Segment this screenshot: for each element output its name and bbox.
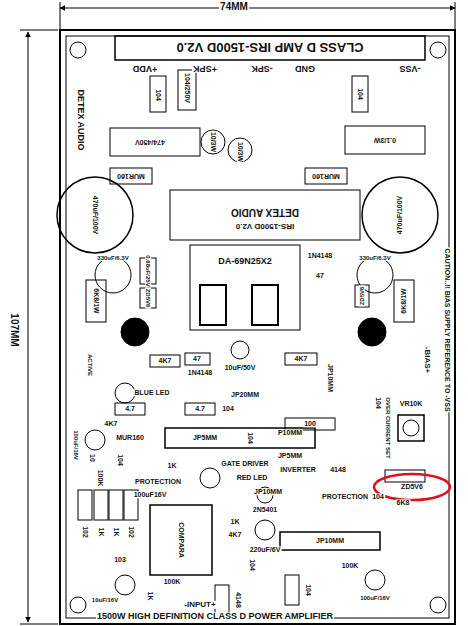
silkscreen-label: GATE DRIVER xyxy=(220,460,269,467)
silkscreen-label: JP5MM xyxy=(192,434,218,441)
silkscreen-label: VR10K xyxy=(399,400,424,407)
silkscreen-label: 102 xyxy=(127,525,134,539)
silkscreen-label: 100K xyxy=(163,578,182,585)
silkscreen-label: JP20MM xyxy=(230,391,260,398)
silkscreen-label: 6K8 xyxy=(396,499,411,506)
silkscreen-label: 330uF/6.3V xyxy=(96,255,129,261)
silkscreen-label: CAUTION..!! BIAS SUPPLY REFERENCE TO -VS… xyxy=(443,247,450,412)
silkscreen-label: 0.68uF/25V xyxy=(145,254,151,287)
silkscreen-label: ZD5V6 xyxy=(359,286,365,307)
silkscreen-label: MUR160 xyxy=(116,172,146,179)
silkscreen-label: 102 xyxy=(81,525,88,539)
silkscreen-label: -INPUT+ xyxy=(183,601,216,609)
silkscreen-label: COMPARA xyxy=(177,521,184,559)
silkscreen-label: -SPK xyxy=(250,63,274,72)
silkscreen-label: JP10MM xyxy=(253,488,283,495)
silkscreen-label: P10MM xyxy=(277,429,303,436)
silkscreen-label: 104 xyxy=(356,87,363,101)
silkscreen-label: 470uF/100V xyxy=(91,195,98,236)
silkscreen-label: GND xyxy=(294,63,316,72)
silkscreen-label: MUR160 xyxy=(115,434,145,441)
silkscreen-label: 330uF/6.3V xyxy=(358,255,391,261)
silkscreen-label: 104 xyxy=(246,431,253,445)
silkscreen-label: 100uF/16V xyxy=(73,429,79,461)
silkscreen-label: +SPK xyxy=(192,63,218,72)
silkscreen-label: 100 xyxy=(303,420,317,427)
silkscreen-label: 104 xyxy=(304,583,311,597)
silkscreen-label: 107MM xyxy=(9,312,20,347)
silkscreen-label: ZD5V6 xyxy=(400,483,424,490)
silkscreen-label: 4K7 xyxy=(104,420,119,427)
silkscreen-label: 1K xyxy=(167,462,178,469)
silkscreen-label: 1K xyxy=(97,527,104,538)
silkscreen-label: 4K7 xyxy=(294,355,309,362)
silkscreen-label: MUR160 xyxy=(311,172,341,179)
silkscreen-label: 2N5401 xyxy=(252,506,279,513)
silkscreen-label: 1K xyxy=(230,518,241,525)
silkscreen-label: 1K xyxy=(146,591,153,602)
silkscreen-label: 10/3W xyxy=(236,141,243,163)
silkscreen-label: RED LED xyxy=(236,474,269,481)
silkscreen-label: 4.7 xyxy=(194,405,206,412)
silkscreen-label: DETEX AUDIO xyxy=(230,207,300,218)
silkscreen-label: JP10MM xyxy=(315,537,345,544)
silkscreen-label: 10/3W xyxy=(209,131,216,153)
silkscreen-label: 104 xyxy=(221,405,235,412)
silkscreen-label: JP5MM xyxy=(277,452,303,459)
silkscreen-label: PROTECTION xyxy=(321,493,369,500)
silkscreen-label: 104 xyxy=(371,493,385,500)
silkscreen-label: 4.7 xyxy=(124,405,136,412)
silkscreen-label: OVER CURRENT SET xyxy=(385,396,391,459)
silkscreen-label: 104 xyxy=(248,558,255,572)
silkscreen-label: INVERTER xyxy=(279,466,316,473)
silkscreen-label: IRS-1500D V2.0 xyxy=(235,222,295,230)
silkscreen-label: 104 xyxy=(116,453,123,467)
silkscreen-label: 4K7 xyxy=(158,357,173,364)
silkscreen-label: 10uF/16V xyxy=(91,597,119,603)
highlight-circle xyxy=(374,474,450,500)
silkscreen-label: ZD5V6 xyxy=(145,288,151,309)
silkscreen-label: 6K8/1W xyxy=(92,287,99,314)
silkscreen-label: 104 xyxy=(154,88,161,102)
silkscreen-label: JP10MM xyxy=(326,363,333,393)
silkscreen-label: ACTIVE xyxy=(87,353,93,377)
silkscreen-label: 470uF/100V xyxy=(396,195,403,236)
silkscreen-label: 6K8/1W xyxy=(400,287,407,314)
silkscreen-label: 474/450V xyxy=(134,138,166,145)
silkscreen-label: 103 xyxy=(113,556,127,563)
silkscreen-label: CLASS D AMP IRS-1500D V2.0 xyxy=(175,40,364,54)
silkscreen-label: 47 xyxy=(192,355,202,362)
silkscreen-label: 104 xyxy=(374,396,381,410)
silkscreen-label: 1K xyxy=(112,527,119,538)
silkscreen-label: 47 xyxy=(315,272,325,279)
silkscreen-label: 0.1/3W xyxy=(373,136,397,143)
silkscreen-label: 100uF16V xyxy=(133,491,168,498)
silkscreen-label: 104/250V xyxy=(183,72,190,104)
silkscreen-label: 1N4148 xyxy=(187,369,214,376)
silkscreen-label: 100K xyxy=(96,469,103,488)
silkscreen-label: 100K xyxy=(341,562,360,569)
silkscreen-label: 4148 xyxy=(329,466,347,473)
silkscreen-label: PROTECTION xyxy=(134,478,182,485)
silkscreen-label: BLUE LED xyxy=(134,389,171,396)
silkscreen-label: 10uF/50V xyxy=(224,364,257,371)
silkscreen-label: 10 xyxy=(88,453,95,463)
silkscreen-label: 100uF/16V xyxy=(359,595,391,601)
silkscreen-label: -BIAS+ xyxy=(423,346,431,374)
silkscreen-label: DETEX AUDIO xyxy=(75,88,84,151)
silkscreen-label: 4K7 xyxy=(228,531,243,538)
silkscreen-label: 1N4148 xyxy=(307,252,334,259)
silkscreen-label: 74MM xyxy=(219,2,249,13)
silkscreen-label: 220uF/6V xyxy=(249,546,282,553)
silkscreen-label: 1500W HIGH DEFINITION CLASS D POWER AMPL… xyxy=(96,612,334,621)
silkscreen-label: +VDD xyxy=(132,63,158,72)
silkscreen-label: 4148 xyxy=(234,591,241,609)
silkscreen-label: DA-69N25X2 xyxy=(217,257,273,266)
silkscreen-label: -VSS xyxy=(398,63,421,72)
